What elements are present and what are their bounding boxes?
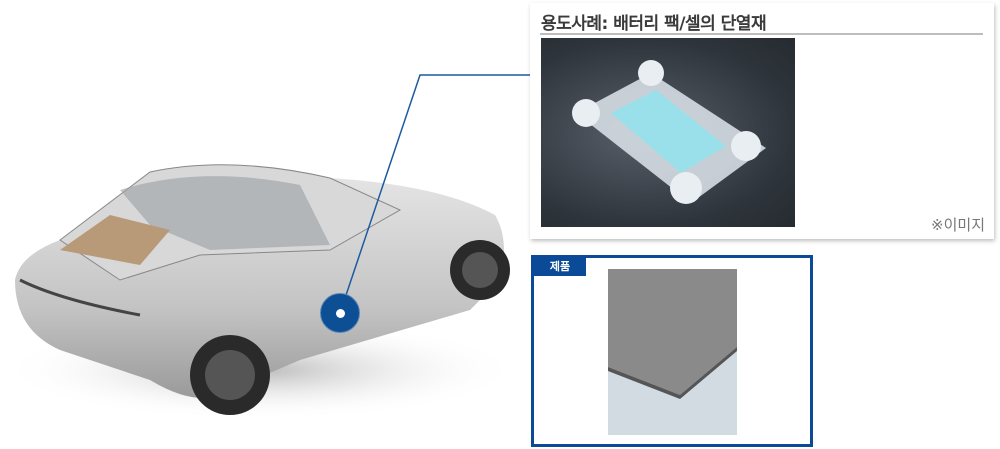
insulation-sheet-image [608, 269, 737, 435]
product-label: 제품 [534, 258, 586, 276]
title-divider [540, 33, 983, 35]
product-card: 제품 [531, 255, 813, 447]
callout-line [339, 74, 541, 314]
use-case-title: 용도사례: 배터리 팩/셀의 단열재 [541, 14, 767, 34]
image-note: ※이미지 [931, 216, 985, 234]
hotspot-marker[interactable] [320, 293, 360, 333]
use-case-card: 용도사례: 배터리 팩/셀의 단열재 ※이미지 [530, 3, 994, 239]
hotspot-dot-icon [336, 309, 345, 318]
battery-chassis-image [541, 38, 795, 227]
car-illustration [0, 164, 520, 420]
